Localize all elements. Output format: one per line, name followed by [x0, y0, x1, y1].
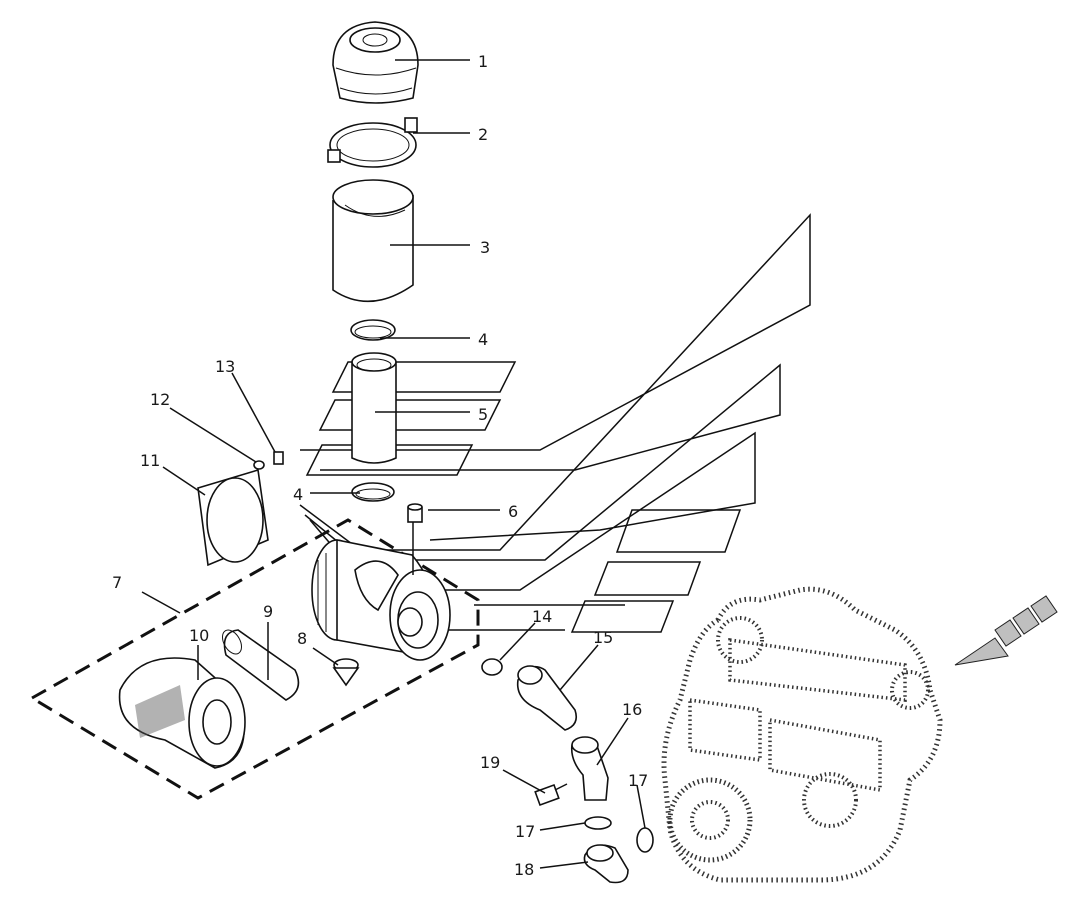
callout-13: 13: [215, 357, 235, 376]
callout-18: 18: [514, 860, 534, 879]
primary-filter-element: [118, 657, 246, 769]
callout-12: 12: [150, 390, 170, 409]
mounting-bracket: [197, 468, 269, 567]
bolt: [273, 451, 284, 465]
elbow-fitting: [583, 844, 629, 884]
intake-tube: [332, 179, 414, 303]
safety-element: [222, 629, 300, 701]
elbow-hose: [516, 665, 578, 731]
callout-8: 8: [297, 629, 307, 648]
callout-17-left: 17: [515, 822, 535, 841]
callout-4-upper: 4: [478, 330, 488, 349]
callout-2: 2: [478, 125, 488, 144]
callout-3: 3: [480, 238, 490, 257]
seal-ring: [584, 816, 654, 853]
callout-5: 5: [478, 405, 488, 424]
hose-clamp: [350, 319, 396, 341]
callout-19: 19: [480, 753, 500, 772]
callout-7: 7: [112, 573, 122, 592]
sensor: [534, 783, 568, 807]
intake-pipe: [351, 352, 397, 464]
view-direction-arrow-icon: [954, 595, 1058, 666]
callout-4-lower: 4: [293, 485, 303, 504]
o-ring: [481, 658, 503, 676]
callout-11: 11: [140, 451, 160, 470]
callout-14: 14: [532, 607, 552, 626]
rain-cap: [332, 21, 419, 104]
callout-10: 10: [189, 626, 209, 645]
service-indicator: [407, 503, 423, 523]
dust-valve: [332, 658, 360, 687]
washer: [253, 460, 265, 470]
elbow-pipe: [570, 736, 609, 801]
air-filter-housing: [311, 539, 451, 661]
leader-lines: [141, 59, 646, 869]
callout-6: 6: [508, 502, 518, 521]
air-filter-assembly: [31, 518, 480, 800]
hose-clamp-lower: [351, 482, 395, 502]
callout-1: 1: [478, 52, 488, 71]
engine-silhouette: [661, 586, 943, 883]
callout-17-right: 17: [628, 771, 648, 790]
callouts: 1 2 3 4 5 4 6 7 8 9 10 11 12 13 14 15 16…: [112, 52, 648, 879]
engine-location-icon: [299, 213, 943, 883]
callout-16: 16: [622, 700, 642, 719]
callout-9: 9: [263, 602, 273, 621]
clamp-band: [327, 117, 418, 168]
callout-15: 15: [593, 628, 613, 647]
